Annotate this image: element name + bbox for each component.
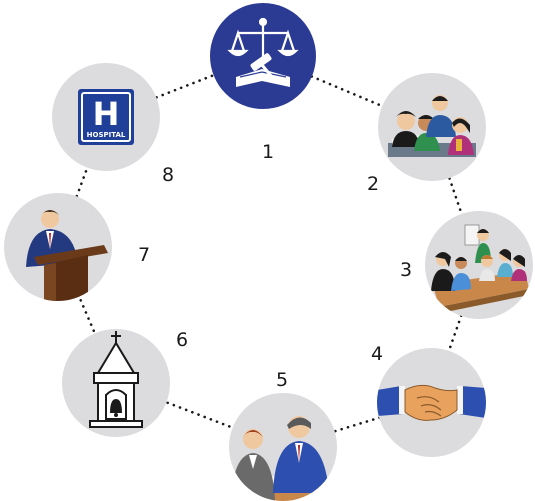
hospital-sign-icon: H HOSPITAL	[78, 89, 134, 145]
business-discussion-icon	[231, 416, 337, 501]
node-2	[378, 73, 486, 181]
node-4	[377, 348, 486, 457]
conference-table-icon	[431, 224, 529, 313]
handshake-icon	[377, 384, 486, 421]
law-scales-icon	[227, 17, 299, 87]
step-number-2: 2	[367, 173, 380, 195]
step-number-4: 4	[371, 343, 384, 365]
church-bell-icon	[89, 331, 143, 428]
hospital-letter: H	[93, 95, 120, 133]
step-number-3: 3	[400, 259, 413, 281]
step-number-7: 7	[138, 244, 151, 266]
step-number-6: 6	[176, 329, 189, 351]
speaker-podium-icon	[26, 210, 108, 301]
step-number-5: 5	[276, 369, 289, 391]
node-3	[425, 211, 533, 319]
node-6	[62, 329, 170, 437]
step-number-1: 1	[262, 141, 275, 163]
hospital-caption: HOSPITAL	[87, 131, 126, 139]
node-1	[210, 3, 316, 109]
team-meeting-icon	[388, 95, 476, 157]
node-8: H HOSPITAL	[52, 63, 160, 171]
step-number-8: 8	[162, 164, 175, 186]
node-5	[229, 393, 337, 501]
node-7	[4, 193, 112, 301]
